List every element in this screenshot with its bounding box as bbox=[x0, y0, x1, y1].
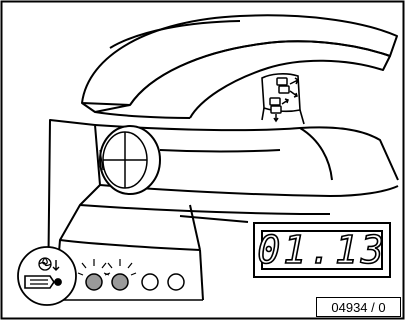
indicator-lamp bbox=[142, 274, 158, 290]
indicator-lamp bbox=[104, 259, 136, 290]
indicator-lamps bbox=[78, 259, 184, 290]
fan-cooling-icon bbox=[18, 247, 76, 305]
fan-housing bbox=[100, 126, 160, 194]
canopy bbox=[82, 15, 397, 118]
indicator-lamp bbox=[78, 259, 110, 290]
timer-readout: 01.13 bbox=[261, 230, 383, 270]
digital-timer-display: 01.13 bbox=[253, 222, 391, 278]
indicator-lamp bbox=[168, 274, 184, 290]
figure-code: 04934 / 0 bbox=[316, 297, 401, 317]
